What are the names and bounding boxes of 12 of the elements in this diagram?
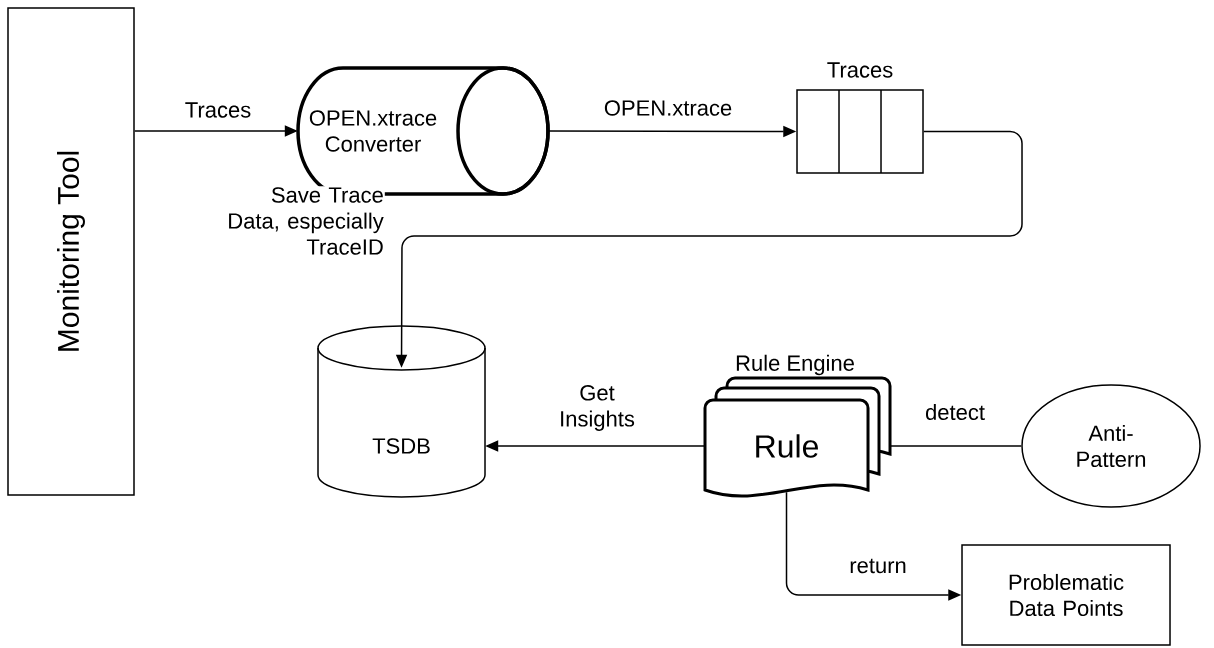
node-heading: Traces [827,62,893,78]
edge-label: Save Trace Data, especially TraceID [210,186,385,256]
edge-label: Get Insights [551,384,643,432]
document-stack: Rule [703,376,892,498]
node-heading: Rule Engine [736,354,854,376]
edge-label: detect [924,402,986,422]
edge-label: Traces [183,101,253,119]
edge-label: OPEN.xtrace [602,99,734,117]
edge-label: return [848,557,908,575]
process-box: Problematic Data Points [961,544,1171,646]
database-cylinder: TSDB [317,325,486,498]
process-box: Monitoring Tool [7,7,135,496]
